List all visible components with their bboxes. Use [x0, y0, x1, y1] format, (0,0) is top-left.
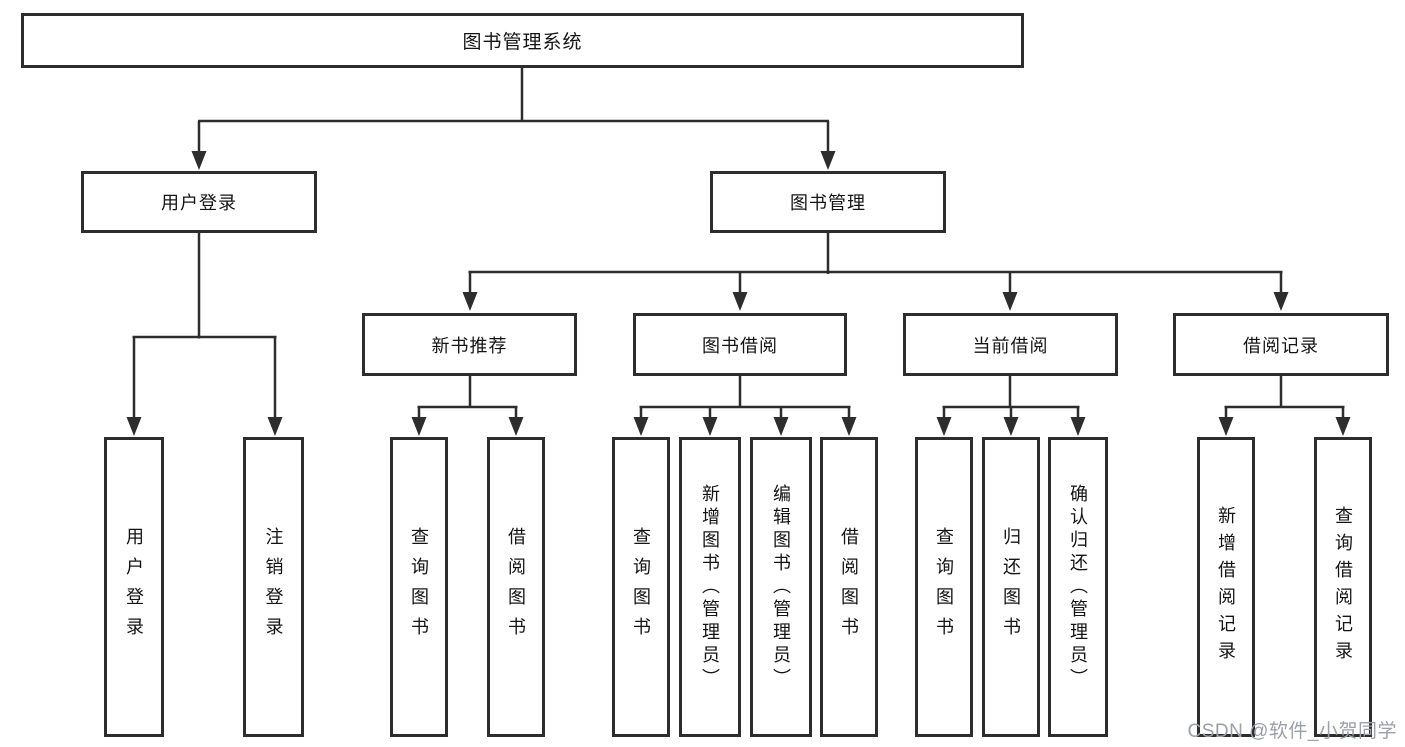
- leaf-borrow-book-recommend: 借阅图书: [487, 437, 545, 737]
- node-label: 新书推荐: [431, 335, 508, 356]
- leaf-label: 归还图书: [1001, 527, 1021, 647]
- node-label: 图书管理: [790, 193, 866, 213]
- node-library-management-system: 图书管理系统: [21, 13, 1024, 68]
- leaf-label: 借阅图书: [506, 527, 526, 647]
- leaf-add-book-admin: 新增图书（管理员）: [679, 437, 741, 737]
- leaf-query-book-recommend: 查询图书: [390, 437, 448, 737]
- leaf-label: 新增借阅记录: [1216, 506, 1236, 668]
- leaf-label: 查询图书: [934, 527, 954, 647]
- node-borrow-records: 借阅记录: [1173, 313, 1389, 376]
- node-label: 借阅记录: [1243, 335, 1319, 356]
- leaf-label: 确认归还（管理员）: [1068, 483, 1088, 691]
- node-label: 图书借阅: [702, 335, 778, 356]
- leaf-label: 借阅图书: [839, 527, 859, 647]
- leaf-query-book-current: 查询图书: [915, 437, 973, 737]
- leaf-label: 查询图书: [631, 527, 651, 647]
- leaf-query-borrow-record: 查询借阅记录: [1314, 437, 1372, 737]
- node-label: 图书管理系统: [462, 32, 583, 53]
- node-label: 用户登录: [161, 193, 237, 213]
- leaf-label: 新增图书（管理员）: [700, 483, 720, 691]
- leaf-logout: 注销登录: [243, 437, 304, 737]
- node-new-book-recommend: 新书推荐: [362, 313, 577, 376]
- leaf-confirm-return-admin: 确认归还（管理员）: [1048, 437, 1108, 737]
- node-user-login: 用户登录: [81, 171, 317, 233]
- node-book-borrowing: 图书借阅: [633, 313, 847, 376]
- leaf-return-book: 归还图书: [982, 437, 1040, 737]
- leaf-label: 查询图书: [409, 527, 429, 647]
- leaf-label: 编辑图书（管理员）: [771, 483, 791, 691]
- node-current-borrowing: 当前借阅: [903, 313, 1118, 376]
- leaf-add-borrow-record: 新增借阅记录: [1197, 437, 1255, 737]
- leaf-label: 注销登录: [263, 527, 284, 647]
- leaf-borrow-book-borrowing: 借阅图书: [820, 437, 878, 737]
- node-book-management: 图书管理: [710, 171, 946, 233]
- leaf-label: 用户登录: [124, 527, 144, 647]
- node-label: 当前借阅: [972, 335, 1049, 356]
- leaf-user-login: 用户登录: [104, 437, 164, 737]
- leaf-edit-book-admin: 编辑图书（管理员）: [750, 437, 812, 737]
- csdn-watermark: CSDN @软件_小贺同学: [1187, 721, 1397, 742]
- leaf-query-book-borrowing: 查询图书: [612, 437, 670, 737]
- leaf-label: 查询借阅记录: [1333, 506, 1353, 668]
